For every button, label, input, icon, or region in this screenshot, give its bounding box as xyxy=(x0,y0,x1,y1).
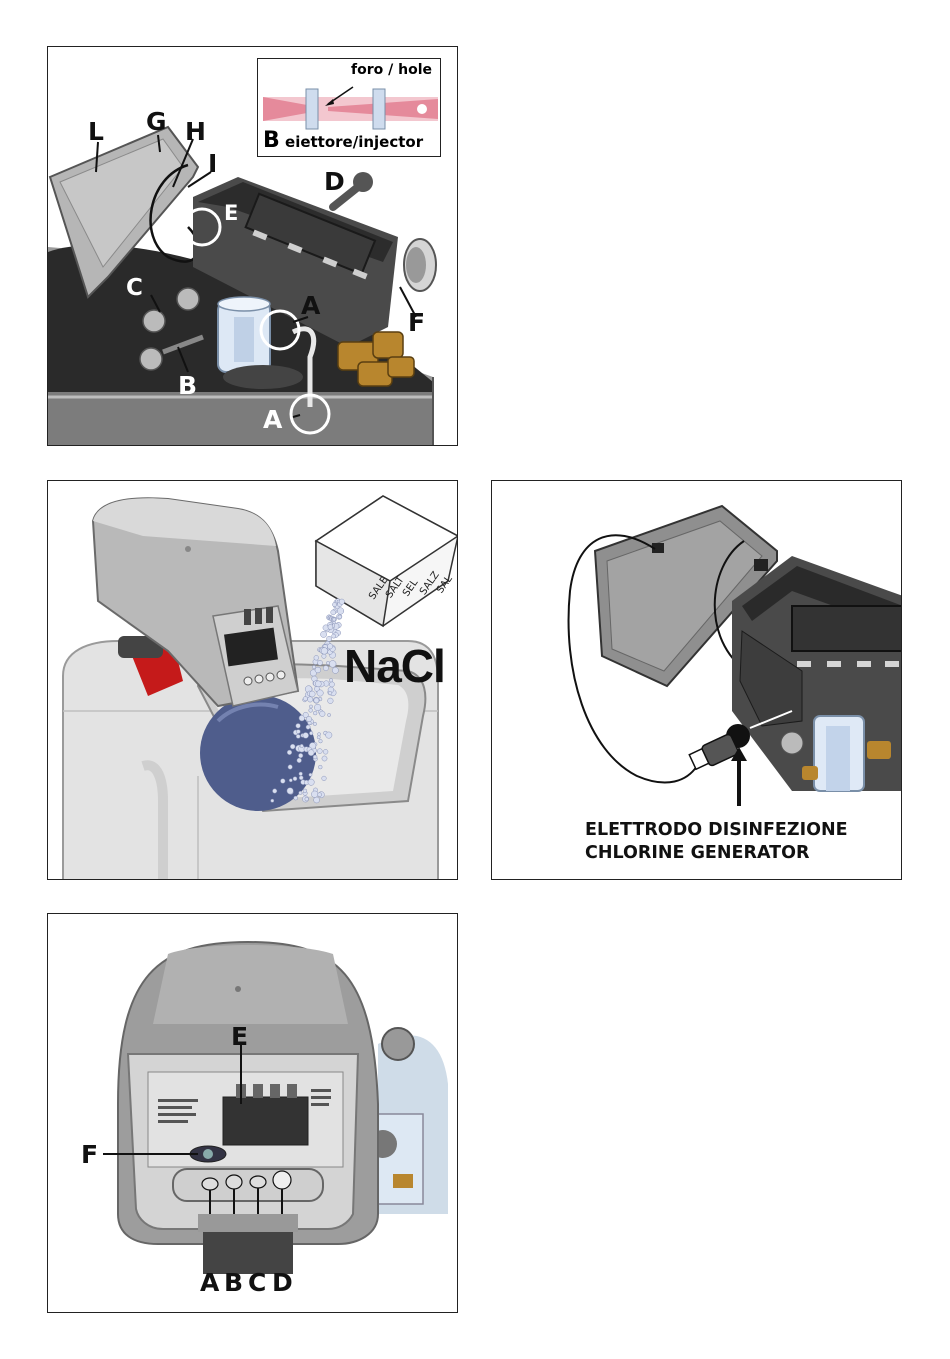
label-D: D xyxy=(272,1270,293,1295)
label-B: B xyxy=(178,373,197,398)
label-E: E xyxy=(231,1024,248,1049)
control-head-illustration xyxy=(48,914,458,1313)
injector-label: B eiettore/injector xyxy=(263,128,423,153)
label-C: C xyxy=(126,277,143,300)
label-A-bottom: A xyxy=(263,407,282,432)
injector-letter: B xyxy=(263,128,280,153)
label-A-top: A xyxy=(301,293,320,318)
label-H: H xyxy=(185,119,206,144)
caption-line-1: ELETTRODO DISINFEZIONE xyxy=(585,820,848,840)
injector-text: eiettore/injector xyxy=(285,133,423,151)
caption-line-2: CHLORINE GENERATOR xyxy=(585,843,809,863)
label-I: I xyxy=(208,151,217,176)
figure-control-panel: E F A B C D xyxy=(47,913,458,1313)
label-L: L xyxy=(88,119,104,144)
label-F: F xyxy=(81,1142,98,1167)
hole-label: foro / hole xyxy=(351,62,432,78)
label-A: A xyxy=(200,1270,219,1295)
label-E: E xyxy=(224,203,238,224)
label-G: G xyxy=(146,109,167,134)
figure-chlorine-generator: ELETTRODO DISINFEZIONE CHLORINE GENERATO… xyxy=(491,480,902,880)
figure-valve-assembly: foro / hole B eiettore/injector L G H I … xyxy=(47,46,458,446)
label-F: F xyxy=(408,310,425,335)
nacl-label: NaCl xyxy=(344,639,445,693)
label-D: D xyxy=(324,169,345,194)
label-C: C xyxy=(248,1270,266,1295)
injector-inset: foro / hole B eiettore/injector xyxy=(257,58,441,157)
label-B: B xyxy=(224,1270,243,1295)
